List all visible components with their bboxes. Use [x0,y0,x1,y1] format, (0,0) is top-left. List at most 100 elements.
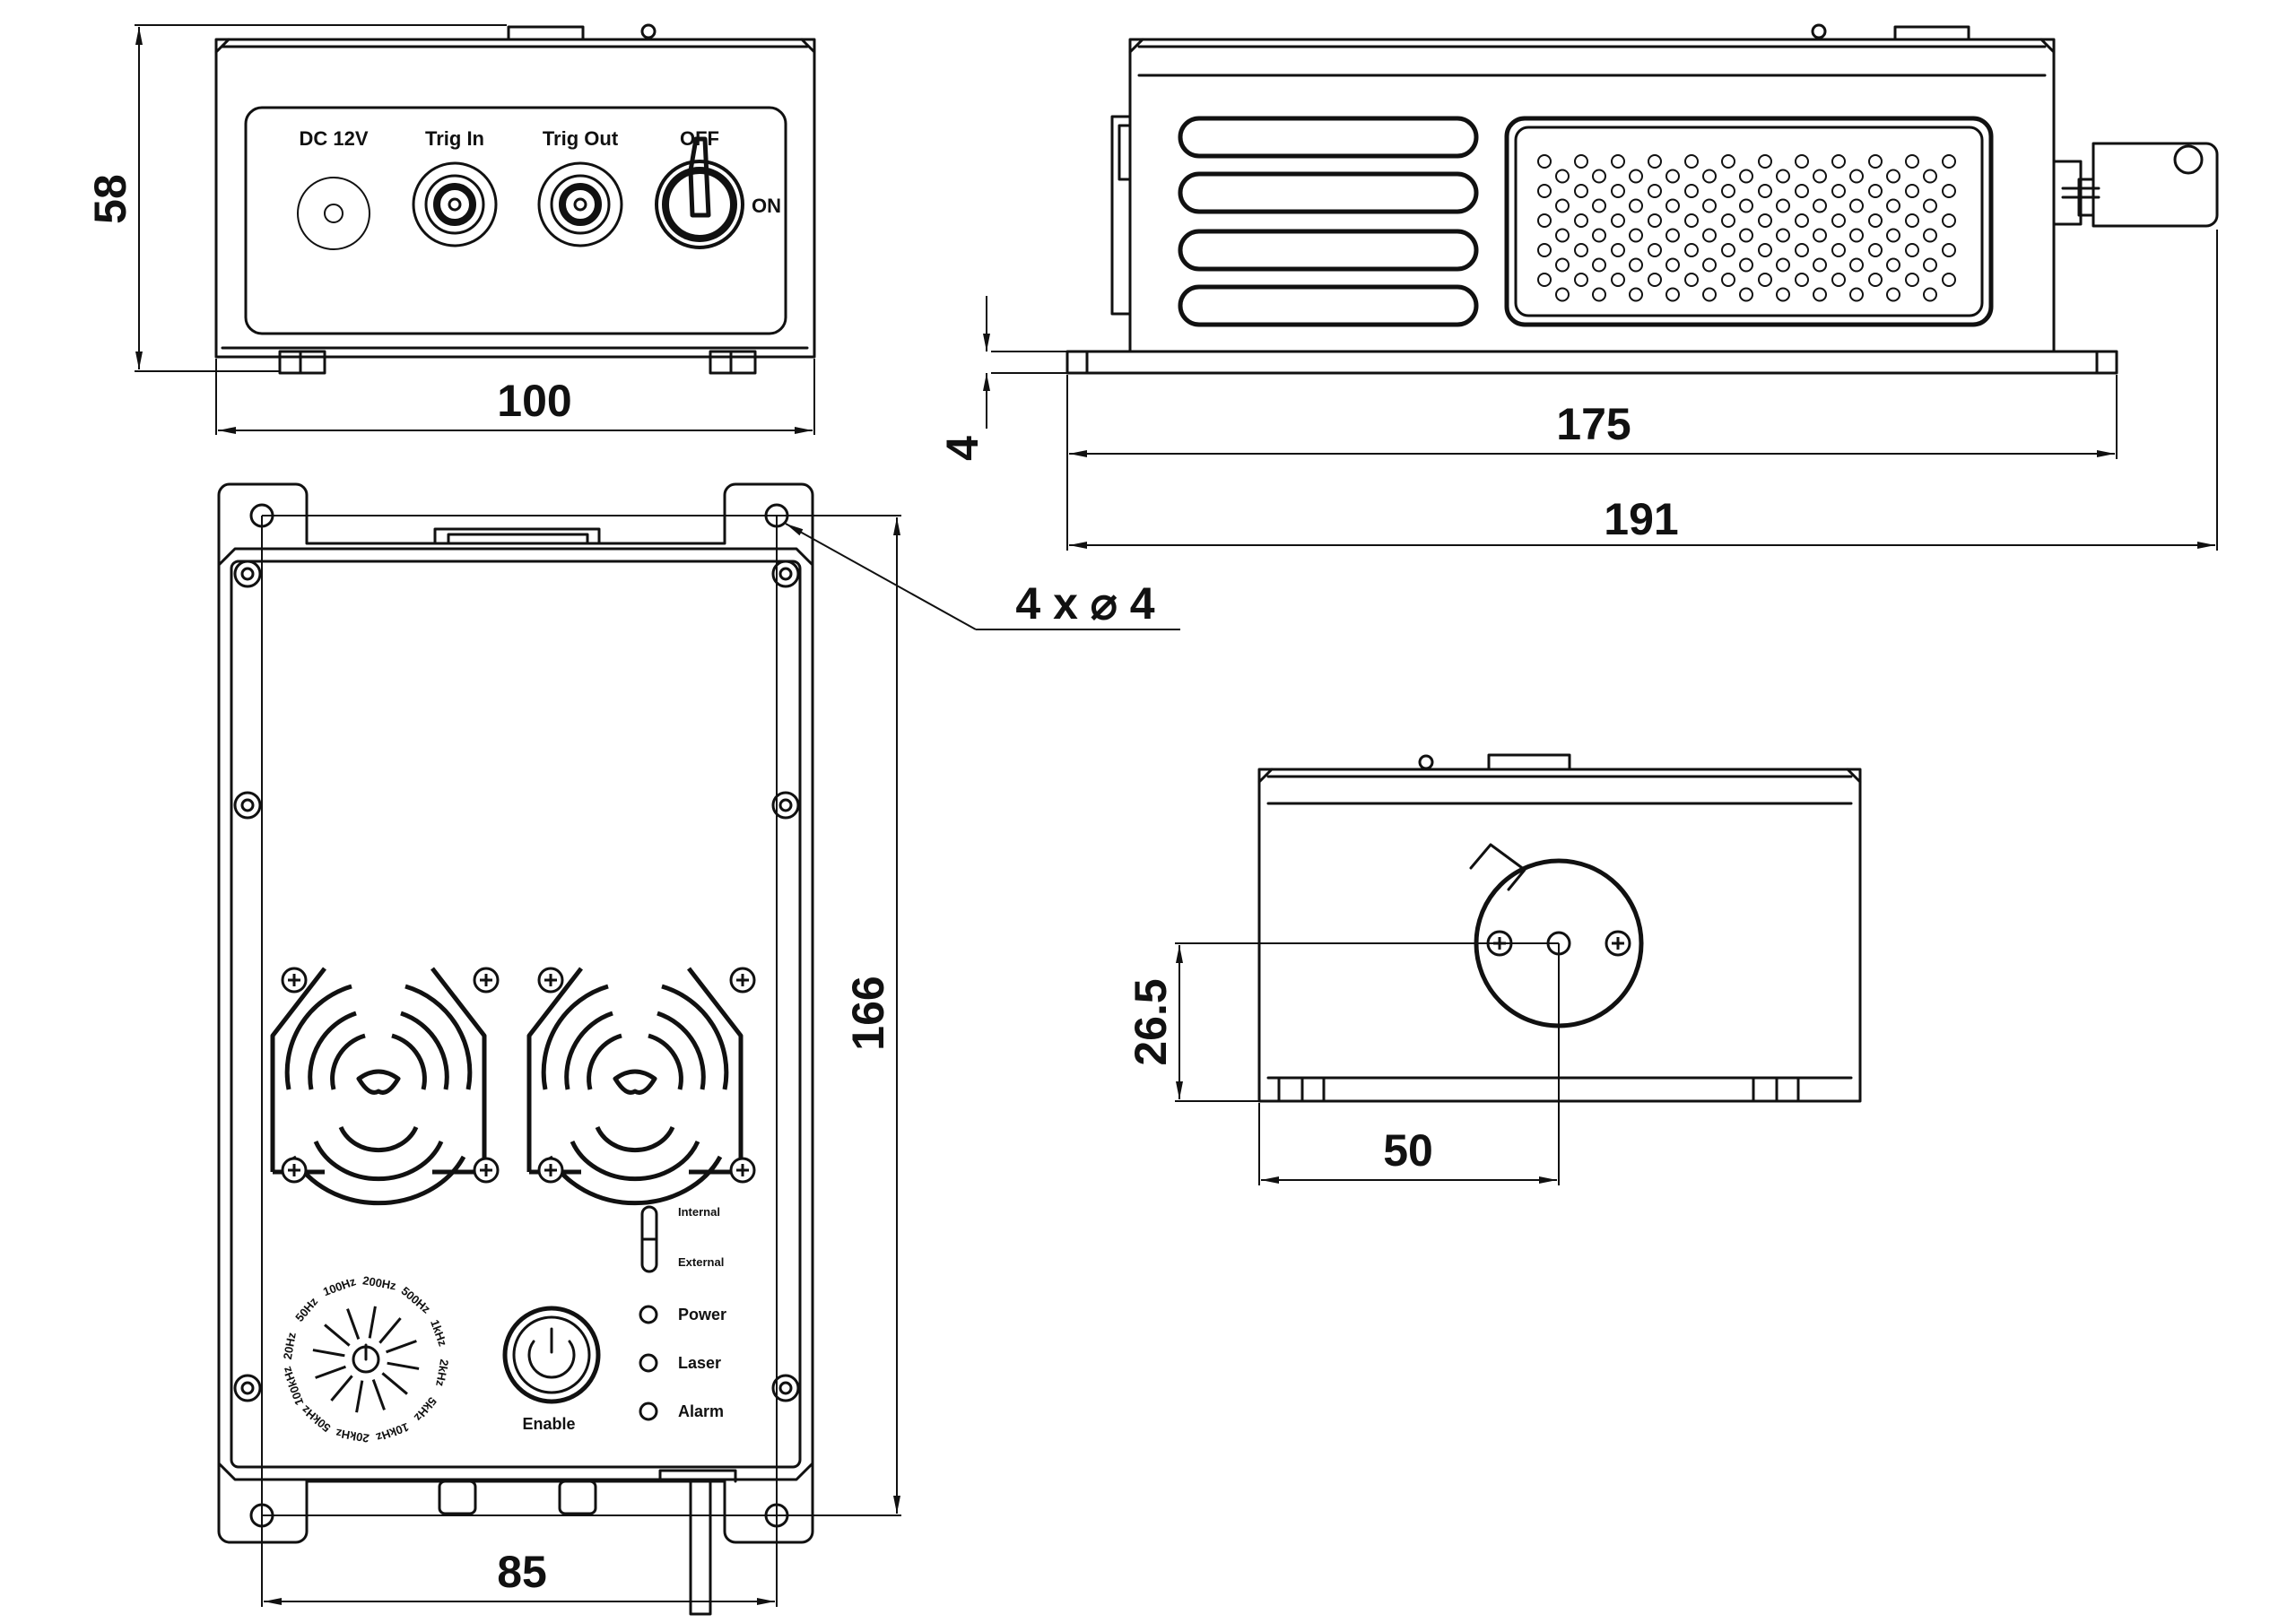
perforation-hole [1629,169,1643,184]
indicator-power-label: Power [678,1306,726,1324]
dial-label: 2kHz [433,1358,451,1388]
perforation-hole [1684,154,1699,169]
perforation-hole [1592,228,1606,243]
perforation-hole [1831,243,1846,257]
dial-tick [312,1349,345,1358]
perforation-hole [1758,243,1772,257]
dim-foot-text: 4 [937,436,987,461]
dim-mounting-holes-leader [785,523,1180,630]
perforation-hole [1942,243,1956,257]
perforation-hole [1665,257,1680,273]
perforation-hole [1923,169,1937,184]
perforation-hole [1684,184,1699,198]
dim-height-line [135,24,507,372]
indicator-alarm-label: Alarm [678,1402,724,1420]
perforation-hole [1868,243,1883,257]
indicator-laser-label: Laser [678,1354,721,1372]
dial-label: 5kHz [411,1394,439,1424]
perforation-hole [1795,243,1809,257]
perforation-hole [1905,213,1919,228]
perforation-hole [1665,198,1680,213]
dim-aperture-offset-line [1258,943,1560,1185]
perforation-hole [1537,154,1552,169]
perforation-hole [1739,257,1753,273]
perforation-hole [1905,243,1919,257]
perforation-hole [1721,243,1735,257]
perforation-hole [1849,257,1864,273]
dim-foot-line [983,296,1067,429]
perforation-hole [1776,257,1790,273]
perforation-hole [1684,213,1699,228]
perforation-hole [1721,154,1735,169]
perforation-hole [1592,198,1606,213]
ventilation-perforation [1537,154,1956,302]
dim-depth-line [262,515,901,1516]
dial-tick [387,1361,420,1370]
perforation-hole [1923,198,1937,213]
mode-external-label: External [678,1255,724,1269]
bottom-view [217,482,814,1616]
perforation-hole [1868,154,1883,169]
dim-front-width-line [215,359,815,435]
perforation-hole [1849,169,1864,184]
dial-tick [381,1372,408,1395]
dial-label: 100Hz [321,1274,358,1298]
dial-label: 20Hz [281,1331,299,1360]
perforation-hole [1721,213,1735,228]
dial-tick [324,1324,351,1347]
dim-total-length-line [1066,230,2218,551]
dim-front-width-text: 100 [497,376,571,426]
perforation-hole [1574,243,1588,257]
perforation-hole [1629,228,1643,243]
dial-tick [368,1306,377,1339]
perforation-hole [1537,213,1552,228]
dial-label: 1kHz [428,1318,450,1349]
dial-tick [386,1340,417,1354]
perforation-hole [1813,287,1827,302]
perforation-hole [1868,184,1883,198]
perforation-hole [1648,273,1662,287]
perforation-hole [1537,243,1552,257]
dim-height-text: 58 [85,174,135,224]
perforation-hole [1886,169,1900,184]
connector-trig-in-label: Trig In [425,127,484,150]
dim-aperture-height-line [1175,942,1559,1102]
perforation-hole [1537,273,1552,287]
perforation-hole [1555,287,1570,302]
perforation-hole [1942,213,1956,228]
perforation-hole [1611,213,1625,228]
perforation-hole [1813,228,1827,243]
connector-trig-out-label: Trig Out [543,127,619,150]
dial-tick [371,1379,386,1410]
perforation-hole [1739,169,1753,184]
dial-label: 200Hz [361,1273,397,1292]
perforation-hole [1574,184,1588,198]
perforation-hole [1923,257,1937,273]
perforation-hole [1795,213,1809,228]
perforation-hole [1849,228,1864,243]
perforation-hole [1537,184,1552,198]
perforation-hole [1849,287,1864,302]
perforation-hole [1886,198,1900,213]
dim-depth-text: 166 [843,976,893,1050]
perforation-hole [1886,257,1900,273]
perforation-hole [1684,273,1699,287]
perforation-hole [1665,228,1680,243]
perforation-hole [1795,184,1809,198]
connector-dc-label: DC 12V [299,127,368,150]
perforation-hole [1905,273,1919,287]
perforation-hole [1776,228,1790,243]
dim-body-length-line [1066,375,2118,459]
perforation-hole [1739,287,1753,302]
perforation-hole [1702,169,1717,184]
perforation-hole [1665,169,1680,184]
perforation-hole [1758,213,1772,228]
dial-tick [315,1365,346,1379]
perforation-hole [1739,228,1753,243]
front-view [214,23,816,375]
perforation-hole [1868,213,1883,228]
enable-button-label: Enable [522,1415,575,1433]
mode-internal-label: Internal [678,1205,720,1219]
perforation-hole [1702,228,1717,243]
dial-tick [330,1375,353,1402]
